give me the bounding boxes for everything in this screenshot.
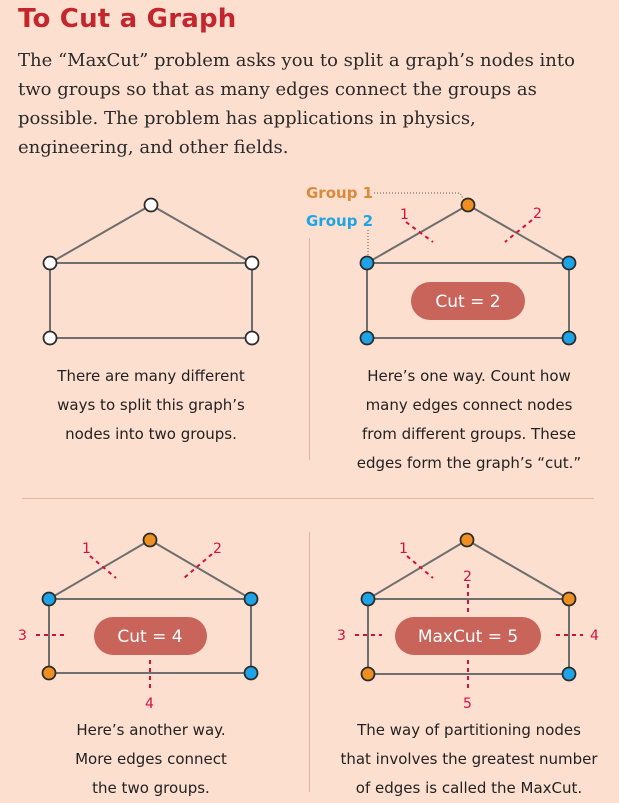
caption-panel-1: There are many different ways to split t… (10, 362, 292, 449)
cut-pill (94, 617, 207, 655)
cut-label: 5 (463, 696, 472, 712)
edge (150, 204, 253, 264)
node (561, 330, 577, 346)
edge (366, 204, 469, 264)
graph-cut-4: 1 2 3 4 Cut = 4 (18, 532, 259, 712)
cut-label: 4 (145, 696, 154, 712)
caption-line: nodes into two groups. (65, 425, 237, 443)
intro-line: two groups so that as many edges connect… (18, 79, 537, 100)
graph-uncolored (42, 197, 260, 346)
node (244, 255, 260, 271)
cut-mark (504, 219, 533, 243)
caption-line: edges form the graph’s “cut.” (356, 454, 582, 472)
node (359, 255, 375, 271)
cut-label: 2 (213, 541, 222, 557)
horizontal-divider (22, 498, 594, 499)
caption-panel-3: Here’s another way. More edges connect t… (10, 716, 292, 803)
node (243, 591, 259, 607)
node (561, 666, 577, 682)
cut-mark (406, 555, 434, 579)
node (244, 330, 260, 346)
edge (149, 539, 252, 600)
cut-label: 3 (18, 628, 27, 644)
node (360, 591, 376, 607)
node (243, 665, 259, 681)
intro-line: possible. The problem has applications i… (18, 108, 476, 129)
cut-label: 3 (337, 628, 346, 644)
node (561, 255, 577, 271)
caption-line: There are many different (57, 367, 245, 385)
vertical-divider-top (309, 238, 310, 460)
cut-mark (89, 555, 117, 579)
caption-panel-4: The way of partitioning nodes that invol… (314, 716, 619, 803)
page-title: To Cut a Graph (18, 4, 237, 34)
edge (367, 539, 468, 600)
cut-mark (405, 221, 434, 243)
edge (49, 204, 152, 264)
caption-line: ways to split this graph’s (57, 396, 245, 414)
cut-label: 1 (399, 541, 408, 557)
caption-line: that involves the greatest number (340, 750, 598, 768)
cut-pill-text: Cut = 4 (117, 627, 182, 647)
cut-pill (411, 282, 525, 320)
cut-label: 1 (82, 541, 91, 557)
node (359, 330, 375, 346)
vertical-divider-bottom (309, 532, 310, 792)
node (143, 197, 159, 213)
cut-pill-text: MaxCut = 5 (418, 627, 518, 647)
intro-paragraph: The “MaxCut” problem asks you to split a… (18, 46, 608, 162)
group-1-leader (374, 192, 466, 203)
edge (466, 539, 570, 600)
node (142, 532, 158, 548)
node (41, 665, 57, 681)
cut-label: 2 (533, 206, 542, 222)
node (460, 197, 476, 213)
group-1-label: Group 1 (306, 184, 373, 202)
node (42, 330, 58, 346)
cut-pill-text: Cut = 2 (435, 292, 500, 312)
graph-cut-2: Group 1 Group 2 1 2 Cut = 2 (306, 184, 577, 346)
caption-line: many edges connect nodes (365, 396, 573, 414)
caption-line: Here’s one way. Count how (367, 367, 571, 385)
caption-line: the two groups. (92, 779, 210, 797)
edge (48, 539, 151, 600)
caption-line: Here’s another way. (76, 721, 226, 739)
caption-line: of edges is called the MaxCut. (355, 779, 583, 797)
node (360, 666, 376, 682)
intro-line: engineering, and other fields. (18, 137, 289, 158)
caption-line: More edges connect (75, 750, 227, 768)
caption-panel-2: Here’s one way. Count how many edges con… (316, 362, 619, 478)
cut-pill (395, 617, 541, 655)
node (561, 591, 577, 607)
group-2-label: Group 2 (306, 212, 373, 230)
node (41, 591, 57, 607)
caption-line: from different groups. These (361, 425, 576, 443)
intro-line: The “MaxCut” problem asks you to split a… (18, 50, 575, 71)
cut-label: 4 (590, 628, 599, 644)
cut-label: 1 (400, 207, 409, 223)
graph-maxcut-5: 1 2 3 4 5 MaxCut = 5 (337, 532, 599, 712)
edge (467, 204, 570, 264)
cut-label: 2 (463, 569, 472, 585)
node (42, 255, 58, 271)
cut-mark (183, 553, 213, 579)
caption-line: The way of partitioning nodes (357, 721, 581, 739)
node (459, 532, 475, 548)
